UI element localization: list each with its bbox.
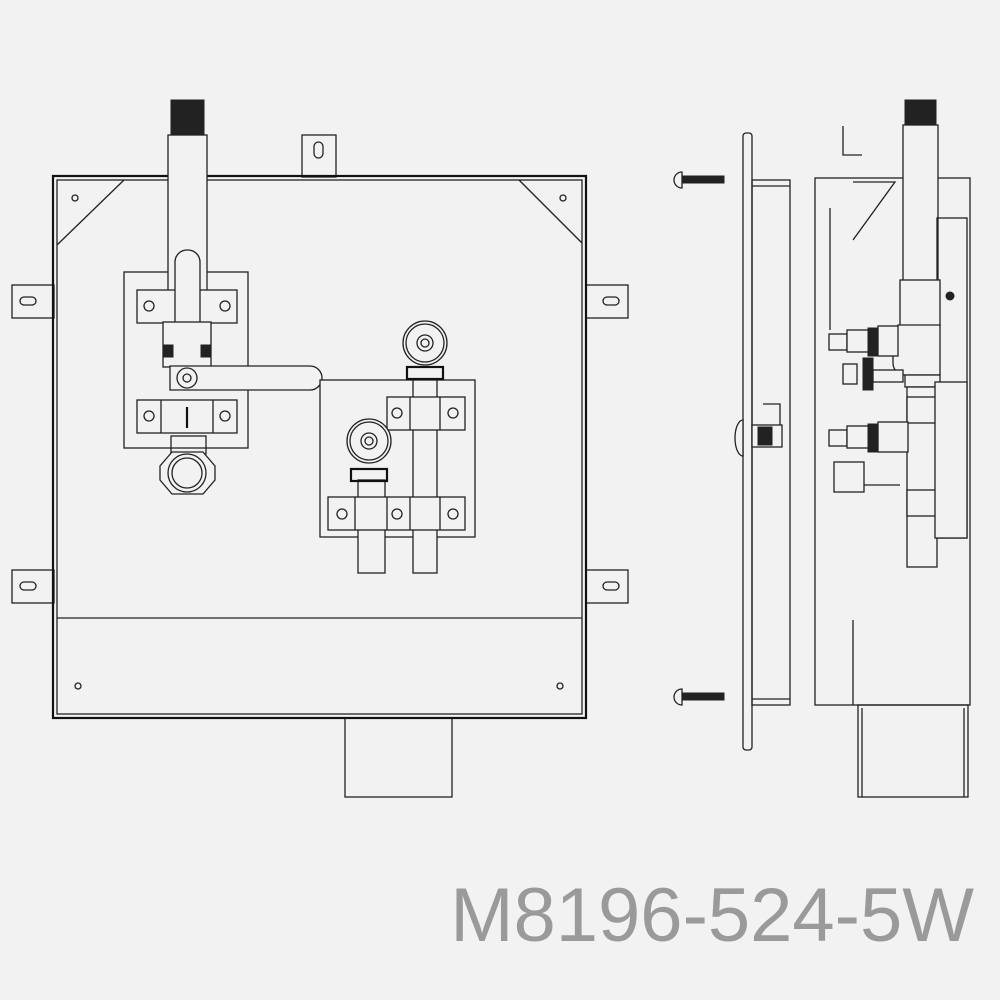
screw-bottom [673,688,725,706]
stop-valve-lower [346,418,392,483]
side-view-box [814,99,971,798]
quick-connect-lower [828,421,909,453]
model-number-label: M8196-524-5W [450,873,974,958]
front-view [11,99,629,798]
cam-lock [734,403,783,457]
screw-top [673,171,725,189]
quick-connect-upper [828,325,899,357]
side-view-cover [673,132,791,751]
pipe-thread [170,99,205,136]
stop-valve-upper [402,320,448,381]
